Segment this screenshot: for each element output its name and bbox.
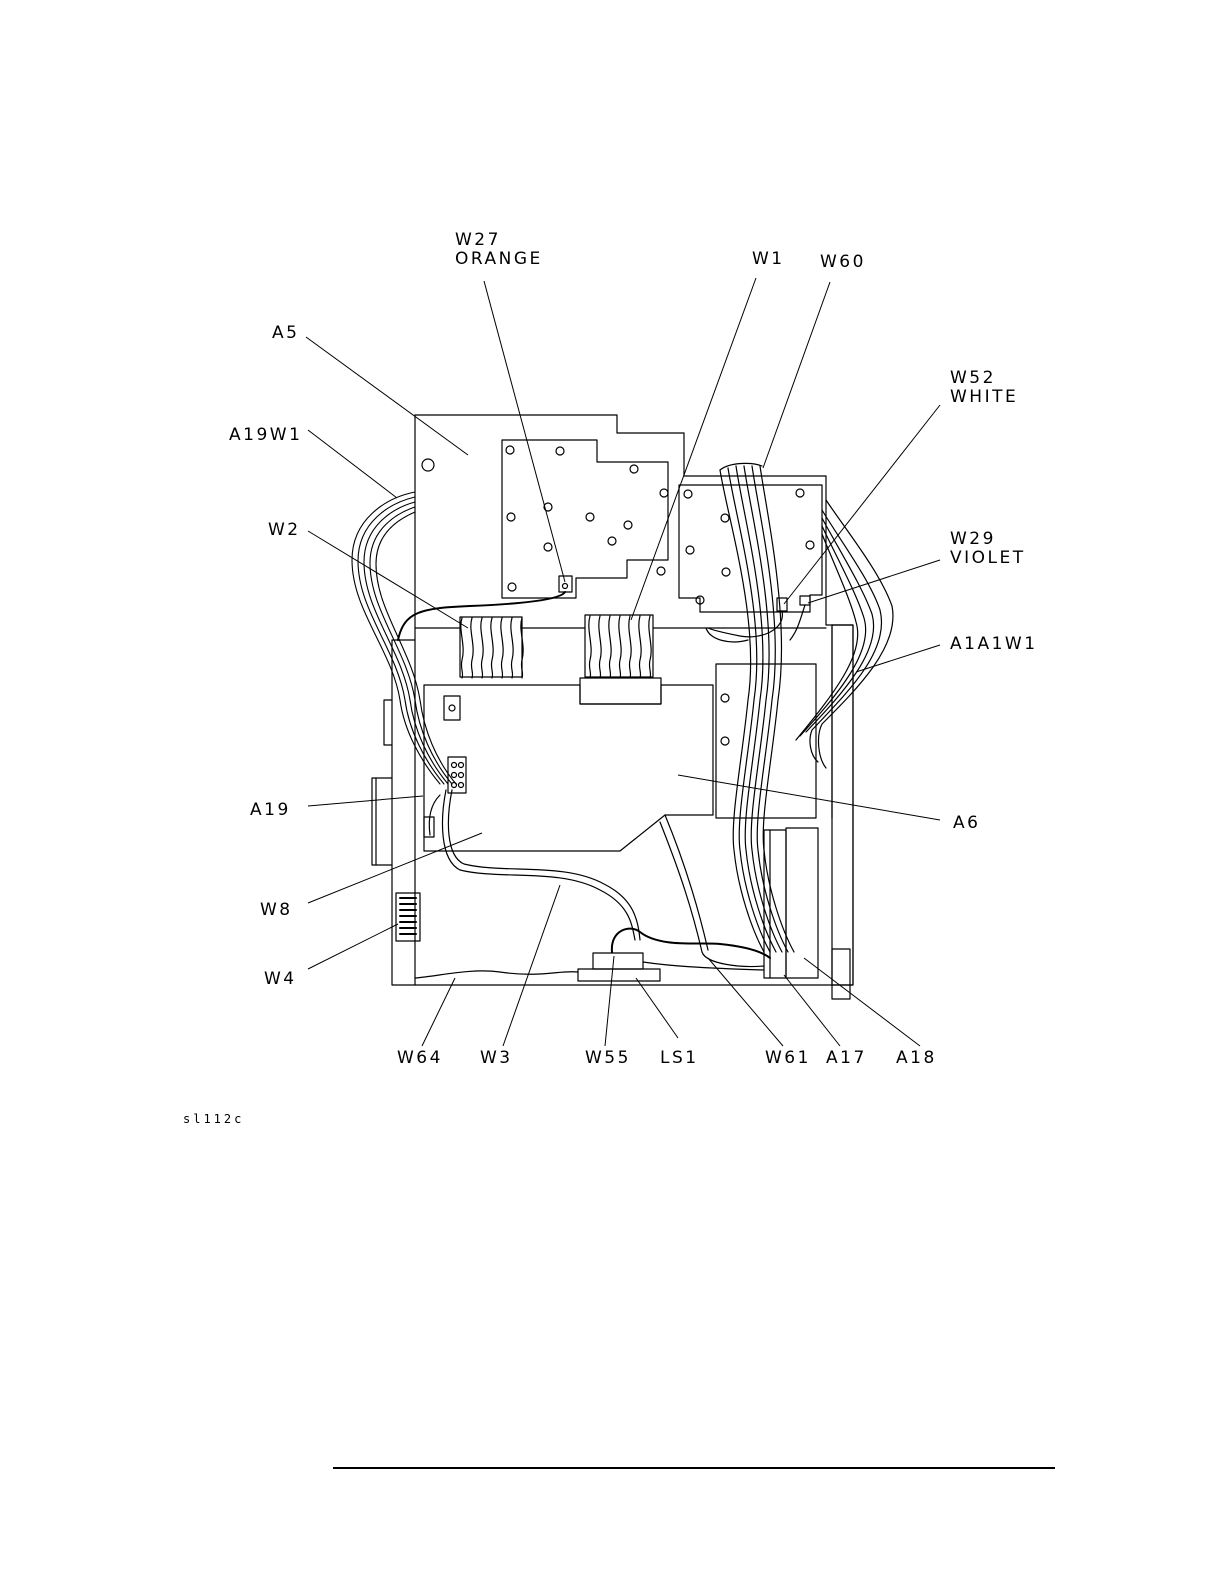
- ls1-speaker: [578, 953, 660, 981]
- label-w3: W3: [480, 1048, 513, 1068]
- label-a19w1: A19W1: [229, 425, 302, 445]
- label-ls1: LS1: [660, 1048, 699, 1068]
- label-a18: A18: [896, 1048, 937, 1068]
- label-a5: A5: [272, 323, 299, 343]
- label-w61: W61: [765, 1048, 811, 1068]
- label-w29: W29: [950, 529, 996, 549]
- label-a17: A17: [826, 1048, 867, 1068]
- label-w55: W55: [585, 1048, 631, 1068]
- label-a1a1w1: A1A1W1: [950, 634, 1038, 654]
- label-w27: W27: [455, 230, 501, 250]
- a19w1-ribbon-cable: [352, 492, 456, 784]
- label-a19: A19: [250, 800, 291, 820]
- label-w60: W60: [820, 252, 866, 272]
- w4-connector: [396, 893, 420, 941]
- label-w29-color: VIOLET: [950, 548, 1026, 568]
- label-w52: W52: [950, 368, 996, 388]
- a1a1w1-ribbon-cable: [796, 500, 893, 768]
- label-w52-color: WHITE: [950, 387, 1018, 407]
- label-w1: W1: [752, 249, 785, 269]
- label-w27-color: ORANGE: [455, 249, 543, 269]
- w60-ribbon-cable: [720, 463, 794, 952]
- label-w4: W4: [264, 969, 297, 989]
- label-w2: W2: [268, 520, 301, 540]
- w2-ribbon-cable: [460, 617, 523, 678]
- footer-rule: [333, 1467, 1055, 1469]
- label-w64: W64: [397, 1048, 443, 1068]
- label-a6: A6: [953, 813, 980, 833]
- figure-id: sl112c: [183, 1112, 244, 1126]
- a5-board: [422, 440, 668, 598]
- a17-a18-assembly: [764, 828, 850, 999]
- w1-ribbon-cable: [580, 615, 661, 704]
- label-w8: W8: [260, 900, 293, 920]
